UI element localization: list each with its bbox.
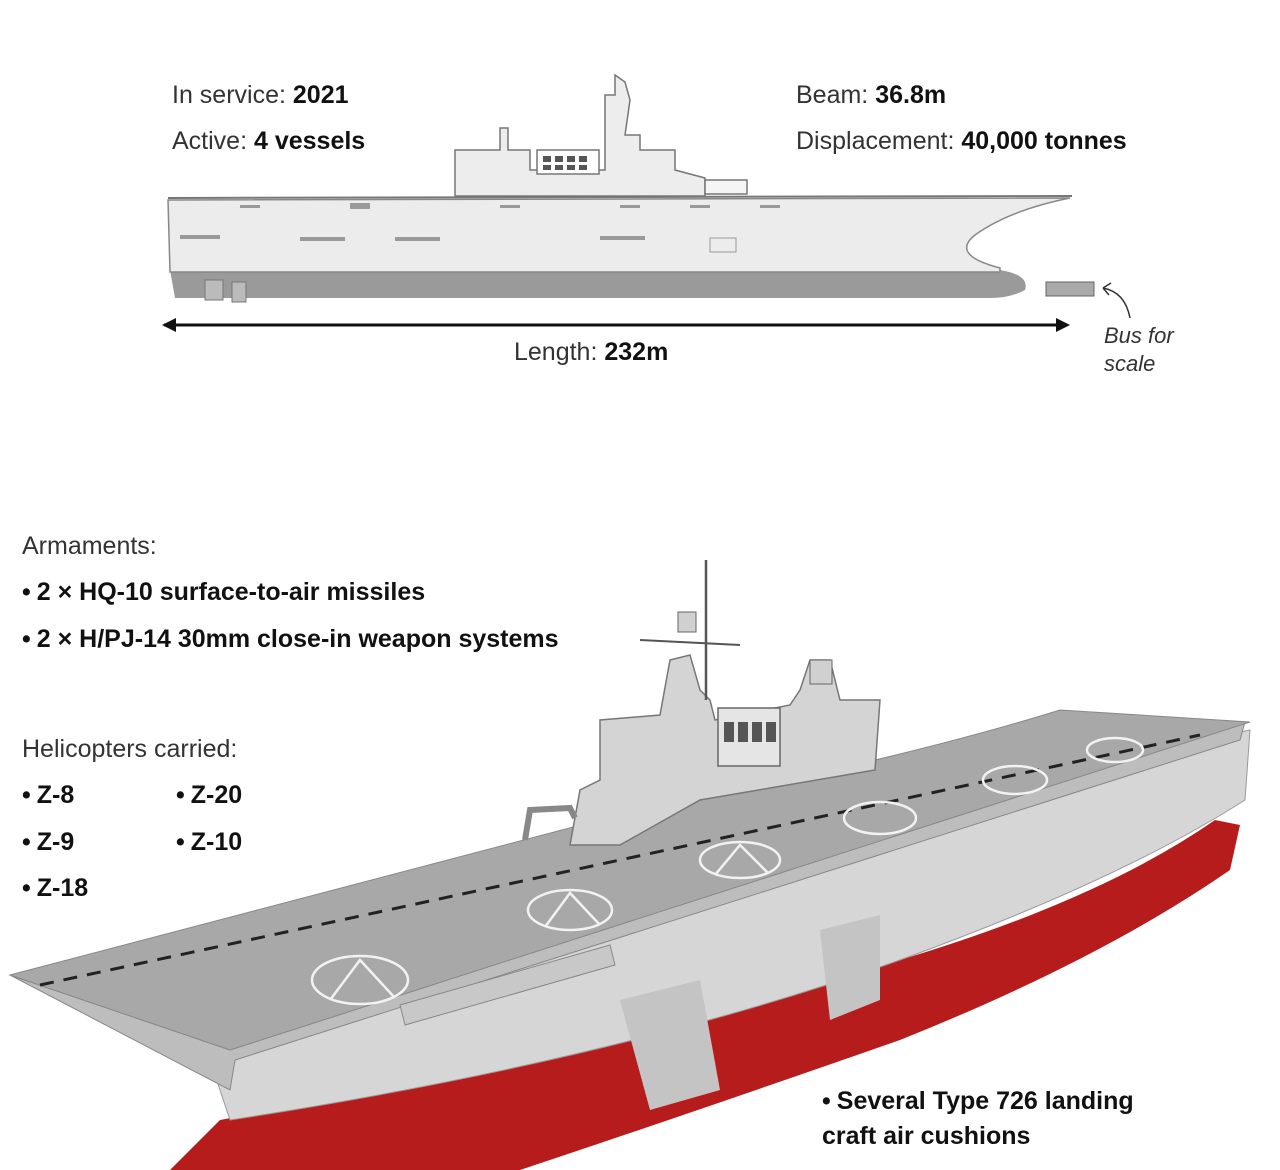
bus-scale-note: Bus for scale xyxy=(1104,322,1174,378)
spec-displacement: Displacement: 40,000 tonnes xyxy=(796,129,1127,154)
spec-active-label: Active: xyxy=(172,127,248,155)
bus-scale-note-line1: Bus for xyxy=(1104,323,1174,348)
spec-in-service-label: In service: xyxy=(172,81,286,109)
spec-in-service: In service: 2021 xyxy=(172,83,349,108)
spec-displacement-value: 40,000 tonnes xyxy=(961,127,1127,155)
spec-active: Active: 4 vessels xyxy=(172,129,365,154)
armament-item: 2 × HQ-10 surface-to-air missiles xyxy=(22,578,425,607)
bus-scale-note-line2: scale xyxy=(1104,351,1156,376)
armament-item: 2 × H/PJ-14 30mm close-in weapon systems xyxy=(22,625,559,654)
spec-length-label: Length: xyxy=(514,338,598,366)
armaments-heading: Armaments: xyxy=(22,532,157,560)
bus-icon xyxy=(1045,281,1095,297)
landing-craft-line2: craft air cushions xyxy=(822,1122,1031,1150)
ship-side-profile xyxy=(162,73,1131,332)
landing-craft-line1: Several Type 726 landing xyxy=(822,1084,1134,1119)
helicopter-item: Z-20 xyxy=(176,781,242,810)
spec-beam-value: 36.8m xyxy=(875,81,947,109)
bus-pointer-arrow xyxy=(1102,287,1131,319)
helicopter-item: Z-9 xyxy=(22,828,75,857)
spec-displacement-label: Displacement: xyxy=(796,127,955,155)
helicopter-item: Z-8 xyxy=(22,781,75,810)
helicopter-item: Z-10 xyxy=(176,828,242,857)
hull-main xyxy=(167,197,1071,273)
spec-beam: Beam: 36.8m xyxy=(796,83,946,108)
helicopter-item: Z-18 xyxy=(22,874,88,903)
helicopters-heading: Helicopters carried: xyxy=(22,735,238,763)
hull-lower xyxy=(170,270,1026,298)
spec-length-value: 232m xyxy=(604,338,669,366)
spec-length: Length: 232m xyxy=(514,340,668,365)
spec-in-service-value: 2021 xyxy=(292,81,349,109)
island xyxy=(454,73,706,197)
spec-beam-label: Beam: xyxy=(796,81,869,109)
landing-craft-note: Several Type 726 landing craft air cushi… xyxy=(822,1084,1134,1154)
spec-active-value: 4 vessels xyxy=(253,127,366,155)
